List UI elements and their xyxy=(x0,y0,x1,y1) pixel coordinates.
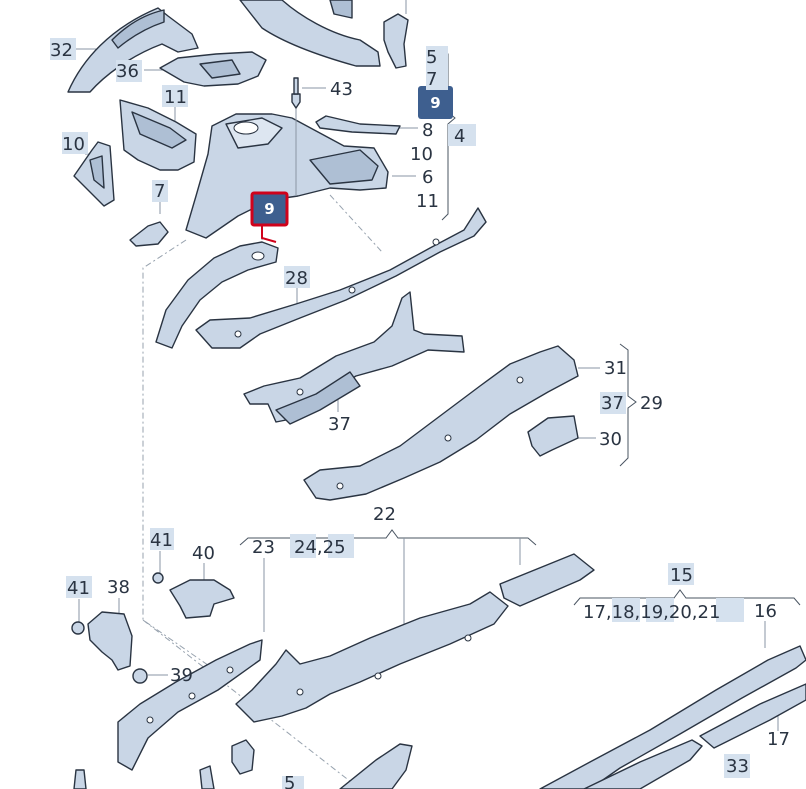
part-30-bracket xyxy=(527,415,579,457)
label-17-right[interactable]: 17 xyxy=(767,729,790,750)
badge-9-selected-text: 9 xyxy=(264,200,274,218)
part-38-bracket xyxy=(71,611,148,684)
label-32[interactable]: 32 xyxy=(50,40,73,61)
label-33[interactable]: 33 xyxy=(726,756,749,777)
badge-9-selected[interactable]: 9 xyxy=(250,191,289,227)
part-9-wheelhouse-section xyxy=(155,241,279,349)
label-31[interactable]: 31 xyxy=(604,358,627,379)
label-24-25[interactable]: 24,25 xyxy=(294,537,346,558)
label-backgrounds xyxy=(50,38,750,789)
part-8-strip xyxy=(315,115,401,135)
label-22[interactable]: 22 xyxy=(373,504,396,525)
part-43-bolt xyxy=(291,77,301,109)
selected-leader xyxy=(261,224,277,243)
label-17-21[interactable]: 17,18,19,20,21 xyxy=(583,602,720,623)
label-29[interactable]: 29 xyxy=(640,393,663,414)
label-38[interactable]: 38 xyxy=(107,577,130,598)
part-37-inner-rail xyxy=(243,291,465,425)
part-28-upper-rail xyxy=(195,207,487,349)
label-4[interactable]: 4 xyxy=(454,126,465,147)
assembly-lines xyxy=(142,194,383,789)
label-7-left[interactable]: 7 xyxy=(154,181,165,202)
part-32-wheelhouse-arch xyxy=(67,7,199,93)
label-39[interactable]: 39 xyxy=(170,665,193,686)
label-28[interactable]: 28 xyxy=(285,268,308,289)
label-5-bottom[interactable]: 5 xyxy=(284,773,295,789)
label-41-lower[interactable]: 41 xyxy=(67,578,90,599)
braces xyxy=(239,47,801,635)
label-37-right[interactable]: 37 xyxy=(601,393,624,414)
label-6[interactable]: 6 xyxy=(422,167,433,188)
badge-9-top-text: 9 xyxy=(430,94,440,112)
label-7-right[interactable]: 7 xyxy=(426,69,437,90)
callout-labels: 32 36 11 43 5 7 10 8 4 10 7 6 11 28 31 3… xyxy=(50,40,790,789)
label-10-left[interactable]: 10 xyxy=(62,134,85,155)
part-40-bracket xyxy=(152,572,235,619)
part-16-side-sill xyxy=(539,645,806,789)
label-10-right[interactable]: 10 xyxy=(410,144,433,165)
label-15[interactable]: 15 xyxy=(670,565,693,586)
part-36-bracket xyxy=(159,51,267,87)
label-30[interactable]: 30 xyxy=(599,429,622,450)
part-23-sill xyxy=(117,639,263,771)
label-41-upper[interactable]: 41 xyxy=(150,530,173,551)
part-bottom-parts xyxy=(73,739,413,789)
label-5-top[interactable]: 5 xyxy=(426,47,437,68)
label-43[interactable]: 43 xyxy=(330,79,353,100)
label-8[interactable]: 8 xyxy=(422,120,433,141)
part-11-mount xyxy=(119,99,197,171)
label-11-right[interactable]: 11 xyxy=(416,191,439,212)
label-37[interactable]: 37 xyxy=(328,414,351,435)
label-11-top[interactable]: 11 xyxy=(164,87,187,108)
part-strut-tower xyxy=(185,92,389,239)
part-10-left-bracket xyxy=(73,141,115,207)
label-23[interactable]: 23 xyxy=(252,537,275,558)
part-7-small-bracket xyxy=(129,221,169,247)
part-top-right-member xyxy=(239,0,409,69)
label-40[interactable]: 40 xyxy=(192,543,215,564)
part-22-floor-rail xyxy=(235,553,595,723)
part-33-panel xyxy=(583,739,703,789)
label-36[interactable]: 36 xyxy=(116,61,139,82)
label-16[interactable]: 16 xyxy=(754,601,777,622)
badge-9-top[interactable]: 9 xyxy=(418,86,453,119)
part-29-frame-rail xyxy=(303,345,579,501)
